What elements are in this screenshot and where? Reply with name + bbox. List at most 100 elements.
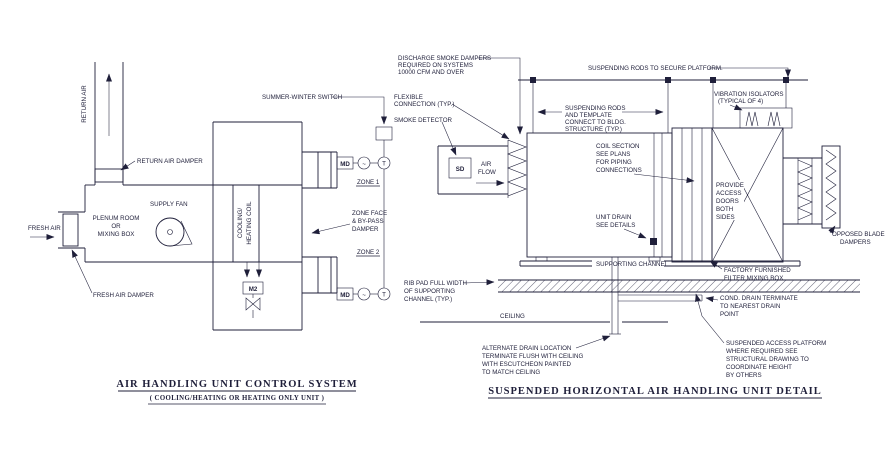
unit-drain-label-1: UNIT DRAIN xyxy=(596,214,631,221)
zone2-thermostat-label: T xyxy=(382,292,386,299)
plenum-label-3: MIXING BOX xyxy=(98,231,135,238)
susp-platform-label-4: COORDINATE HEIGHT xyxy=(726,364,792,371)
zone2-duct xyxy=(302,256,338,294)
alt-drain-leader xyxy=(575,335,611,349)
factory-label-2: FILTER MIXING BOX xyxy=(724,275,783,282)
fresh-air-damper-label: FRESH AIR DAMPER xyxy=(93,292,154,299)
access-doors-label-5: SIDES xyxy=(716,214,735,221)
vibration-isolators xyxy=(739,107,793,129)
susp-rods-bldg-label-1: SUSPENDING RODS xyxy=(565,105,626,112)
fresh-air-label: FRESH AIR xyxy=(28,225,61,232)
zone-face-bypass-label-3: DAMPER xyxy=(352,226,379,233)
coil-section-label-4: CONNECTIONS xyxy=(596,167,642,174)
valve-bowtie-left xyxy=(245,297,254,311)
plenum-box xyxy=(84,184,213,263)
zone2-damper xyxy=(317,256,332,294)
fresh-air-duct xyxy=(58,211,85,249)
opposed-leader xyxy=(828,225,836,234)
left-diagram: RETURN AIR RETURN AIR DAMPER PLENUM ROOM… xyxy=(28,62,393,405)
alt-drain-label-3: WITH ESCUTCHEON PAINTED xyxy=(482,361,571,368)
alt-drain-label-2: TERMINATE FLUSH WITH CEILING xyxy=(482,353,583,360)
rib-pad-label-2: OF SUPPORTING xyxy=(404,288,455,295)
susp-platform-leader xyxy=(695,293,725,344)
right-title: SUSPENDED HORIZONTAL AIR HANDLING UNIT D… xyxy=(488,386,822,397)
right-diagram: DISCHARGE SMOKE DAMPERS REQUIRED ON SYST… xyxy=(394,55,885,399)
cooling-heating-coil xyxy=(232,184,260,263)
coil-label-1: COOLING/ xyxy=(237,208,244,239)
rod-template-3 xyxy=(710,77,716,83)
return-air-damper-label: RETURN AIR DAMPER xyxy=(137,158,203,165)
access-doors-label-2: ACCESS xyxy=(716,190,741,197)
coil-section-label-2: SEE PLANS xyxy=(596,151,630,158)
summer-winter-switch-label: SUMMER-WINTER SWITCH xyxy=(262,94,342,101)
rod-template-4 xyxy=(783,77,789,83)
air-flow-label-1: AIR xyxy=(481,161,492,168)
susp-platform-label-5: BY OTHERS xyxy=(726,372,762,379)
summer-winter-switch-leader xyxy=(332,96,387,125)
air-flow-label-2: FLOW xyxy=(478,169,496,176)
flexible-connection-right xyxy=(797,159,813,221)
factory-label-1: FACTORY FURNISHED xyxy=(724,267,791,274)
opposed-label-1: OPPOSED BLADE xyxy=(832,231,885,238)
cond-drain-leader xyxy=(705,296,719,303)
return-air-label: RETURN AIR xyxy=(81,85,88,123)
unit-foot-left xyxy=(535,256,548,262)
discharge-label-2: REQUIRED ON SYSTEMS xyxy=(398,62,473,69)
left-title: AIR HANDLING UNIT CONTROL SYSTEM xyxy=(116,379,357,390)
discharge-label-1: DISCHARGE SMOKE DAMPERS xyxy=(398,55,491,62)
zone2-label: ZONE 2 xyxy=(357,249,380,256)
access-doors-label-1: PROVIDE xyxy=(716,182,744,189)
smoke-detector-leader xyxy=(441,121,457,156)
rib-pad-label-1: RIB PAD FULL WIDTH xyxy=(404,280,467,287)
zone1-duct xyxy=(302,151,338,189)
zone-face-bypass-leader xyxy=(311,223,351,235)
coil-label-2: HEATING COIL xyxy=(246,201,253,245)
zone-face-bypass-label-1: ZONE FACE xyxy=(352,210,387,217)
rod-template-1 xyxy=(530,77,536,83)
opposed-label-2: DAMPERS xyxy=(840,239,871,246)
discharge-duct xyxy=(783,157,822,225)
vibration-label-1: VIBRATION ISOLATORS xyxy=(714,91,783,98)
fresh-air-damper xyxy=(62,213,79,247)
susp-rods-bldg-label-3: CONNECT TO BLDG. xyxy=(565,119,626,126)
coil-section-label-1: COIL SECTION xyxy=(596,143,639,150)
ceiling-label: CEILING xyxy=(500,313,525,320)
susp-platform-label-2: WHERE REQUIRED SEE xyxy=(726,348,798,355)
building-structure-line xyxy=(518,77,808,83)
unit-drain-point xyxy=(650,238,657,245)
flexible-leader xyxy=(451,103,510,140)
susp-rods-bldg-label-2: AND TEMPLATE xyxy=(565,112,612,119)
suspending-rods xyxy=(532,83,787,133)
supply-fan-label: SUPPLY FAN xyxy=(150,201,188,208)
left-subtitle: ( COOLING/HEATING OR HEATING ONLY UNIT ) xyxy=(150,395,325,402)
unit-drain-label-2: SEE DETAILS xyxy=(596,222,635,229)
zone2-sensor-label: ~ xyxy=(362,292,366,299)
plenum-label-2: OR xyxy=(111,223,121,230)
zone2-damper-motor: MD ~ T xyxy=(336,287,391,301)
zone1-md-label: MD xyxy=(340,161,350,168)
supporting-channel-label: SUPPORTING CHANNEL xyxy=(596,261,669,268)
discharge-label-3: 10000 CFM AND OVER xyxy=(398,69,465,76)
coil-section-label-3: FOR PIPING xyxy=(596,159,632,166)
summer-winter-switch xyxy=(375,126,393,288)
supporting-channel xyxy=(519,256,801,267)
unit-foot-right xyxy=(648,256,661,262)
cond-drain-label-3: POINT xyxy=(720,311,739,318)
return-air-duct xyxy=(94,62,124,185)
flexible-label-2: CONNECTION (TYP.) xyxy=(394,101,454,108)
discharge-leader xyxy=(478,57,523,135)
rib-pad-leader xyxy=(463,279,495,286)
susp-rods-platform-label: SUSPENDING RODS TO SECURE PLATFORM. xyxy=(588,65,723,72)
flexible-label-1: FLEXIBLE xyxy=(394,94,423,101)
zone-face-bypass-label-2: & BY-PASS xyxy=(352,218,384,225)
coil-section xyxy=(671,127,713,263)
plenum-label-1: PLENUM ROOM xyxy=(93,215,140,222)
susp-rods-platform-leader xyxy=(709,67,791,78)
alt-drain-label-1: ALTERNATE DRAIN LOCATION xyxy=(482,345,571,352)
zone1-thermostat-label: T xyxy=(382,161,386,168)
cond-drain-label-2: TO NEAREST DRAIN xyxy=(720,303,780,310)
susp-platform-label-3: STRUCTURAL DRAWING TO xyxy=(726,356,809,363)
factory-leader xyxy=(709,260,723,270)
rib-pad-label-3: CHANNEL (TYP.) xyxy=(404,296,452,303)
